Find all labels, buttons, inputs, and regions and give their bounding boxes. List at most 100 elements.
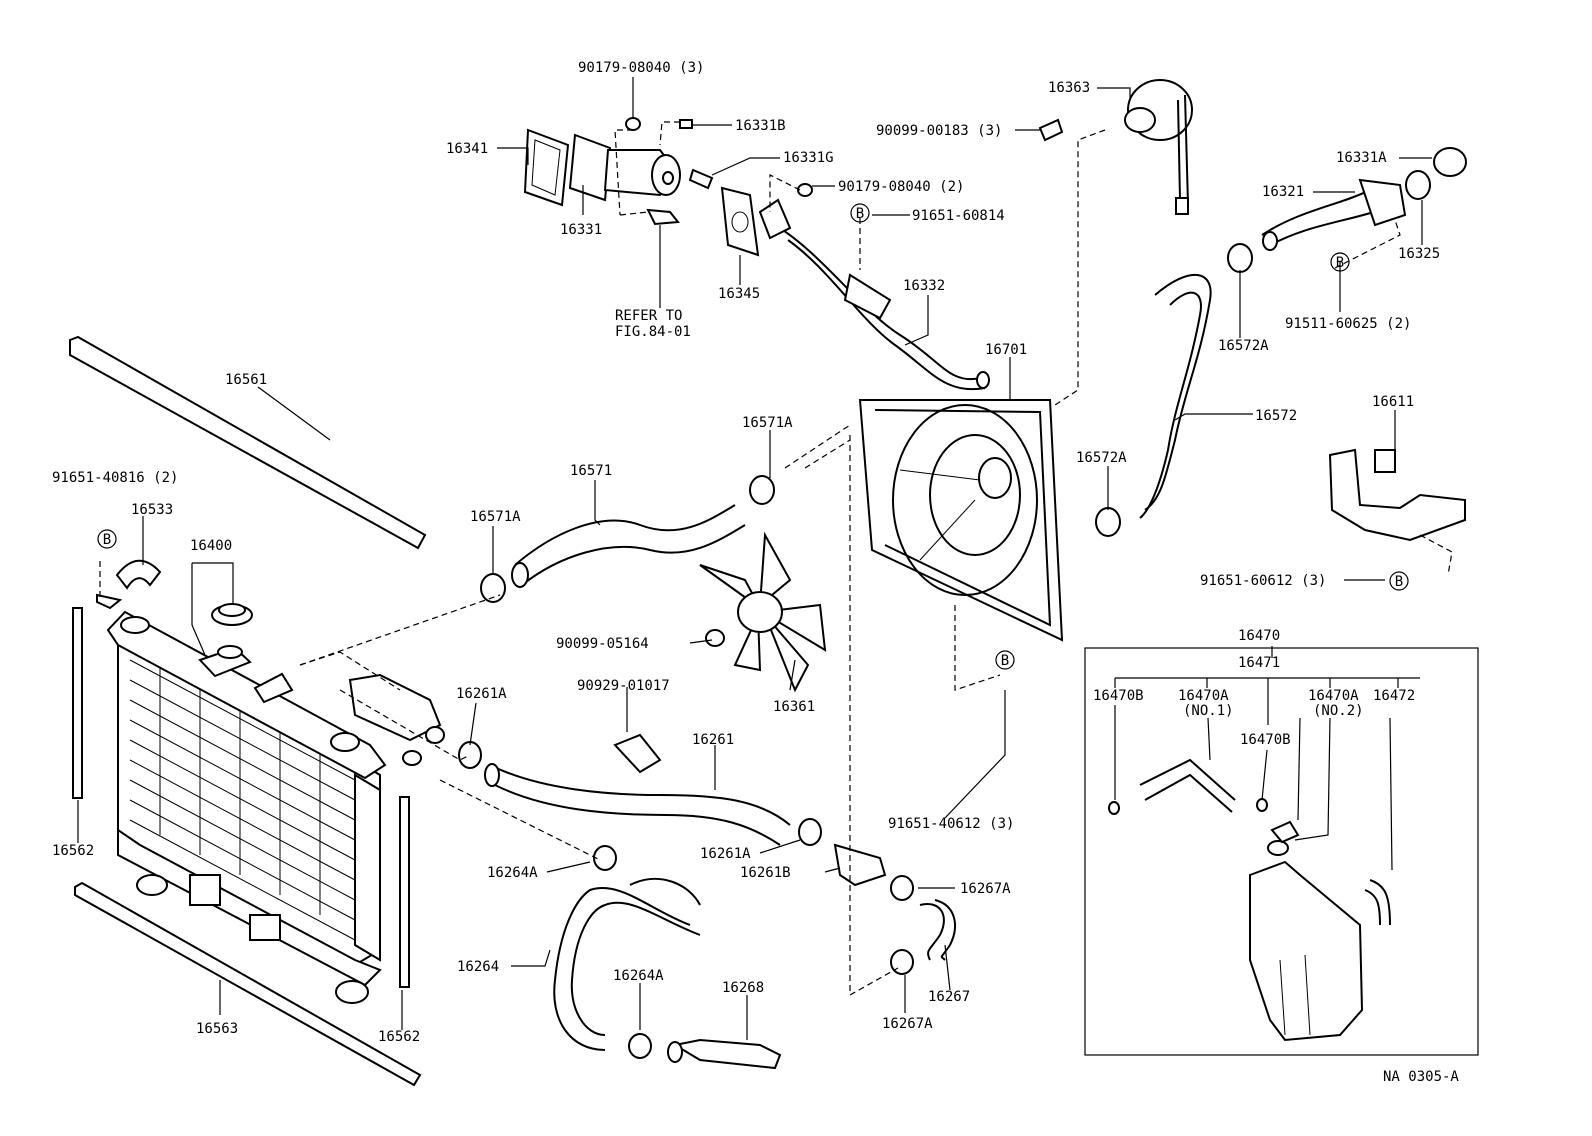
label-16572a-mid: 16572A (1076, 450, 1127, 466)
label-16267a-a: 16267A (960, 881, 1011, 897)
fan-motor (1124, 79, 1193, 215)
label-16268: 16268 (722, 980, 764, 996)
reservoir-tree-lines (1114, 646, 1420, 871)
circle-b-3 (97, 529, 117, 549)
cooling-fan (699, 531, 827, 693)
label-16470b-b: 16470B (1240, 732, 1291, 748)
water-inlet-pipe (758, 198, 990, 391)
thermostat (1433, 147, 1467, 177)
fan-shroud-bracket (1328, 448, 1466, 542)
label-16264a-b: 16264A (613, 968, 664, 984)
reservoir-hose-16472 (1364, 879, 1391, 926)
nut-icon (625, 117, 641, 131)
radiator-support-seal-top (69, 335, 427, 550)
hose-clamps (458, 243, 1253, 1059)
label-16331b: 16331B (735, 118, 786, 134)
circle-b-label: B (103, 532, 111, 548)
label-16611: 16611 (1372, 394, 1414, 410)
label-16267: 16267 (928, 989, 970, 1005)
label-16400: 16400 (190, 538, 232, 554)
label-16264: 16264 (457, 959, 499, 975)
reservoir-tank (1249, 820, 1364, 1042)
circle-b-5 (995, 650, 1015, 670)
label-16701: 16701 (985, 342, 1027, 358)
reservoir-clip-b (1256, 798, 1268, 812)
circle-b-4 (1389, 571, 1409, 591)
label-16332: 16332 (903, 278, 945, 294)
label-16341: 16341 (446, 141, 488, 157)
label-16470a-1: 16470A (1178, 688, 1229, 704)
label-16470b-a: 16470B (1093, 688, 1144, 704)
circle-b-markers: B B B B B (97, 203, 1409, 670)
label-90179-08040-2: 90179-08040 (2) (838, 179, 964, 195)
label-16571a-top: 16571A (742, 415, 793, 431)
water-bypass-union (667, 1038, 782, 1070)
label-16571: 16571 (570, 463, 612, 479)
leader-lines (77, 77, 1432, 1040)
radiator-support-seal-bottom (74, 881, 422, 1087)
water-bypass-pipe (1261, 178, 1407, 251)
temperature-sensor (646, 208, 680, 226)
circle-b-2 (1330, 252, 1350, 272)
water-outlet-connector (348, 673, 445, 766)
bolt-icon (679, 119, 693, 129)
diagram-reference: NA 0305-A (1383, 1069, 1459, 1085)
water-union (833, 843, 887, 887)
label-16470a-1-sub: (NO.1) (1183, 703, 1234, 719)
water-hose-16264 (553, 877, 701, 1051)
circle-b-label: B (1001, 653, 1009, 669)
reservoir-hose-no1 (1139, 758, 1236, 813)
gasket-ring (1405, 170, 1431, 200)
label-16331a: 16331A (1336, 150, 1387, 166)
label-16470a-2: 16470A (1308, 688, 1359, 704)
label-16562-left: 16562 (52, 843, 94, 859)
circle-b-label: B (856, 206, 864, 222)
label-refer-to: REFER TO (615, 308, 682, 324)
hose-clip-90929 (613, 733, 662, 774)
lower-radiator-hose-right (1139, 273, 1212, 519)
label-16470: 16470 (1238, 628, 1280, 644)
radiator-cap (211, 603, 253, 626)
side-seal-left (72, 607, 83, 799)
label-16363: 16363 (1048, 80, 1090, 96)
label-16572: 16572 (1255, 408, 1297, 424)
radiator (106, 610, 387, 1004)
water-outlet (568, 133, 681, 202)
reservoir-box (1084, 647, 1479, 1056)
label-16471: 16471 (1238, 655, 1280, 671)
label-16261a-bot: 16261A (700, 846, 751, 862)
reservoir-clip-a (1108, 801, 1120, 815)
dashed-leaders (99, 121, 1453, 996)
label-16345: 16345 (718, 286, 760, 302)
label-16561: 16561 (225, 372, 267, 388)
label-16261: 16261 (692, 732, 734, 748)
label-16261a-top: 16261A (456, 686, 507, 702)
side-seal-right (399, 796, 410, 988)
label-16562-right: 16562 (378, 1029, 420, 1045)
label-90099-05164: 90099-05164 (556, 636, 649, 652)
label-16572a-top: 16572A (1218, 338, 1269, 354)
label-16361: 16361 (773, 699, 815, 715)
label-16261b: 16261B (740, 865, 791, 881)
label-91651-40816: 91651-40816 (2) (52, 470, 178, 486)
label-90929-01017: 90929-01017 (577, 678, 670, 694)
label-16325: 16325 (1398, 246, 1440, 262)
circle-b-label: B (1336, 255, 1344, 271)
label-90179-08040-3: 90179-08040 (3) (578, 60, 704, 76)
radiator-support-cushion (96, 559, 162, 610)
label-90099-00183: 90099-00183 (3) (876, 123, 1002, 139)
label-16321: 16321 (1262, 184, 1304, 200)
label-16563: 16563 (196, 1021, 238, 1037)
label-16264a-a: 16264A (487, 865, 538, 881)
label-16533: 16533 (131, 502, 173, 518)
label-91651-60814: 91651-60814 (912, 208, 1005, 224)
label-91651-60612: 91651-60612 (3) (1200, 573, 1326, 589)
circle-b-label: B (1395, 574, 1403, 590)
label-fig-84-01: FIG.84-01 (615, 324, 691, 340)
fan-motor-bolt (1038, 118, 1064, 142)
upper-radiator-hose (511, 504, 746, 588)
fan-shroud (858, 399, 1064, 642)
part-labels: 90179-08040 (3) 16331B 16341 16331G 9017… (52, 60, 1459, 1085)
water-outlet-gasket-2 (720, 186, 760, 257)
